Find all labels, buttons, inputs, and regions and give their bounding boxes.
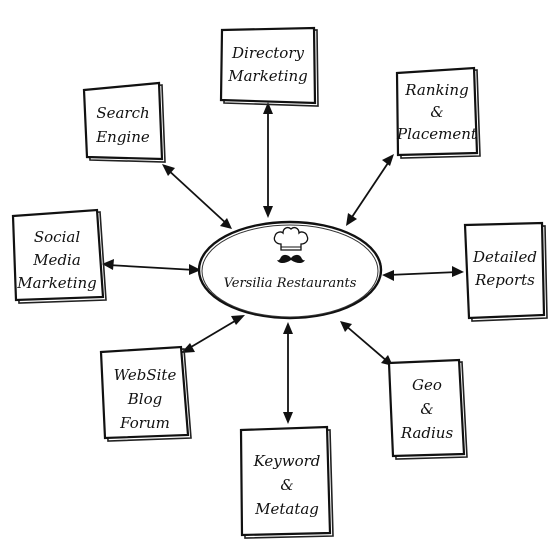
node-geo-line-1: Geo — [412, 376, 442, 394]
node-keyword-line-3: Metatag — [254, 500, 319, 518]
node-search-line-1: Search — [96, 104, 149, 122]
arrow-search — [162, 164, 232, 229]
node-search: Search Engine — [82, 81, 166, 163]
node-keyword-line-1: Keyword — [253, 452, 321, 470]
node-reports: Detailed Reports — [463, 221, 548, 322]
node-keyword-line-2: & — [280, 476, 293, 494]
node-social-line-1: Social — [34, 228, 80, 246]
node-social-line-2: Media — [32, 251, 81, 269]
arrow-geo — [340, 321, 393, 366]
arrow-social — [102, 259, 201, 275]
mustache-icon — [277, 254, 305, 263]
node-website-line-3: Forum — [119, 414, 170, 432]
arrow-ranking — [346, 154, 394, 226]
node-website-line-1: WebSite — [114, 366, 177, 384]
node-social: Social Media Marketing — [11, 208, 107, 304]
node-ranking-line-2: & — [430, 103, 443, 121]
connector-arrows — [102, 102, 464, 424]
node-directory-line-2: Marketing — [227, 67, 308, 85]
chef-hat-icon — [273, 226, 309, 251]
node-reports-line-2: Reports — [474, 271, 535, 289]
node-keyword: Keyword & Metatag — [239, 425, 334, 539]
node-website-line-2: Blog — [127, 390, 162, 408]
center-label: Versilia Restaurants — [224, 276, 357, 291]
node-ranking-line-1: Ranking — [404, 81, 468, 99]
arrow-keyword — [283, 322, 293, 424]
node-geo: Geo & Radius — [387, 358, 468, 460]
node-search-line-2: Engine — [95, 128, 150, 146]
arrow-reports — [382, 266, 464, 281]
center-node: Versilia Restaurants — [197, 220, 383, 320]
node-geo-line-2: & — [420, 400, 433, 418]
arrow-directory — [263, 102, 273, 218]
node-ranking-line-3: Placement — [396, 125, 478, 143]
node-reports-line-1: Detailed — [472, 248, 537, 266]
node-directory: Directory Marketing — [219, 26, 319, 107]
arrow-website — [181, 315, 245, 353]
node-directory-line-1: Directory — [231, 44, 305, 62]
node-social-line-3: Marketing — [16, 274, 97, 292]
node-geo-line-3: Radius — [400, 424, 454, 442]
node-ranking: Ranking & Placement — [395, 66, 481, 159]
node-website: WebSite Blog Forum — [99, 345, 192, 442]
